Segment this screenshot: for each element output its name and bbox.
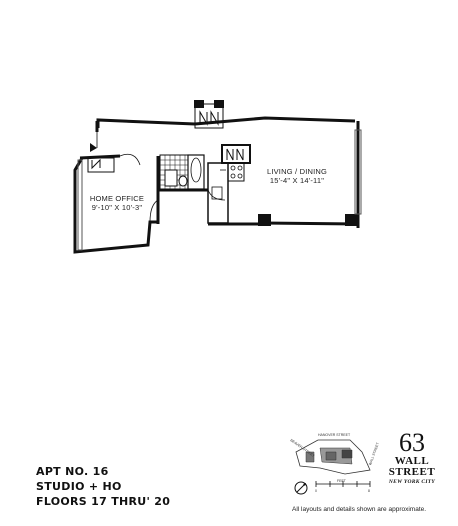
brand-city: NEW YORK CITY bbox=[388, 479, 436, 485]
kitchen bbox=[207, 162, 245, 224]
entry-arrow bbox=[90, 143, 97, 152]
scale-end: 8 bbox=[368, 489, 370, 493]
room-dims: 9'-10" X 10'-3" bbox=[91, 203, 143, 212]
brand-logo: 63 WALL STREET NEW YORK CITY bbox=[386, 428, 438, 486]
scale-start: 0 bbox=[315, 489, 317, 493]
brand-line1: WALL bbox=[394, 455, 430, 467]
duct-top bbox=[194, 103, 224, 129]
scale-bar bbox=[315, 481, 371, 487]
window bbox=[354, 129, 362, 215]
bottom-wall-living bbox=[261, 221, 359, 226]
upper-wall bbox=[96, 116, 356, 128]
room-name: HOME OFFICE bbox=[89, 194, 145, 203]
door-swing bbox=[149, 199, 159, 223]
apartment-info: APT NO. 16 STUDIO + HO FLOORS 17 THRU' 2… bbox=[36, 464, 170, 509]
brand-number: 63 bbox=[399, 428, 425, 457]
compass-icon bbox=[294, 481, 308, 495]
doors bbox=[96, 130, 226, 223]
bathroom bbox=[159, 154, 205, 190]
door-swing bbox=[207, 189, 226, 201]
apartment-number: APT NO. 16 bbox=[36, 465, 109, 478]
room-dims: 15'-4" X 14'-11" bbox=[269, 176, 325, 185]
column bbox=[345, 214, 358, 226]
room-name: LIVING / DINING bbox=[266, 167, 328, 176]
office-outline bbox=[73, 154, 158, 254]
room-living-dining: LIVING / DINING 15'-4" X 14'-11" bbox=[262, 167, 332, 185]
room-home-office: HOME OFFICE 9'-10" X 10'-3" bbox=[82, 194, 152, 212]
scale-label: FEET bbox=[337, 479, 346, 483]
disclaimer: All layouts and details shown are approx… bbox=[292, 506, 427, 513]
apartment-floors: FLOORS 17 THRU' 20 bbox=[36, 495, 171, 508]
apartment-type: STUDIO + HO bbox=[36, 480, 122, 493]
brand-line2: STREET bbox=[388, 466, 436, 478]
window bbox=[77, 159, 83, 251]
windows bbox=[77, 129, 362, 251]
walls bbox=[73, 116, 360, 254]
duct-kitchen bbox=[221, 144, 251, 164]
key-plan bbox=[295, 439, 371, 475]
column bbox=[258, 214, 271, 226]
keyplan-street-top: HANOVER STREET bbox=[318, 433, 351, 437]
office-closet bbox=[87, 157, 115, 173]
door-swing bbox=[119, 153, 141, 166]
